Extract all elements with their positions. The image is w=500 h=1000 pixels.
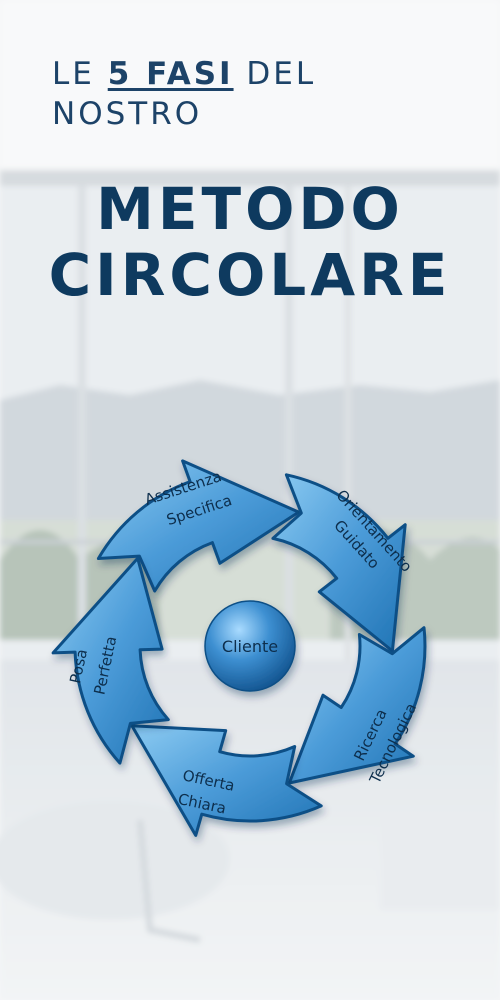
phase-arrows [51, 459, 427, 837]
title-line2: CIRCOLARE [48, 241, 452, 309]
page-title: METODO CIRCOLARE [0, 176, 500, 308]
title-line1: METODO [96, 175, 404, 243]
phase-arrow-1 [96, 459, 301, 593]
heading-eyebrow: LE 5 FASI DEL NOSTRO [52, 54, 472, 134]
heading-prefix: LE [52, 56, 95, 92]
center-label: Cliente [222, 637, 278, 656]
phase-arrow-3 [287, 626, 427, 785]
heading-highlight: 5 FASI [107, 56, 234, 92]
phase-arrow-2 [271, 473, 407, 653]
circular-method-diagram: Assistenza Specifica Orientamento Guidat… [51, 459, 427, 837]
heading-suffix: DEL [246, 56, 317, 92]
phase-arrow-4 [130, 724, 323, 837]
center-node: Cliente [204, 600, 296, 692]
center-ball [204, 600, 296, 692]
heading-line2: NOSTRO [52, 96, 203, 132]
phase-arrow-5 [51, 556, 170, 765]
